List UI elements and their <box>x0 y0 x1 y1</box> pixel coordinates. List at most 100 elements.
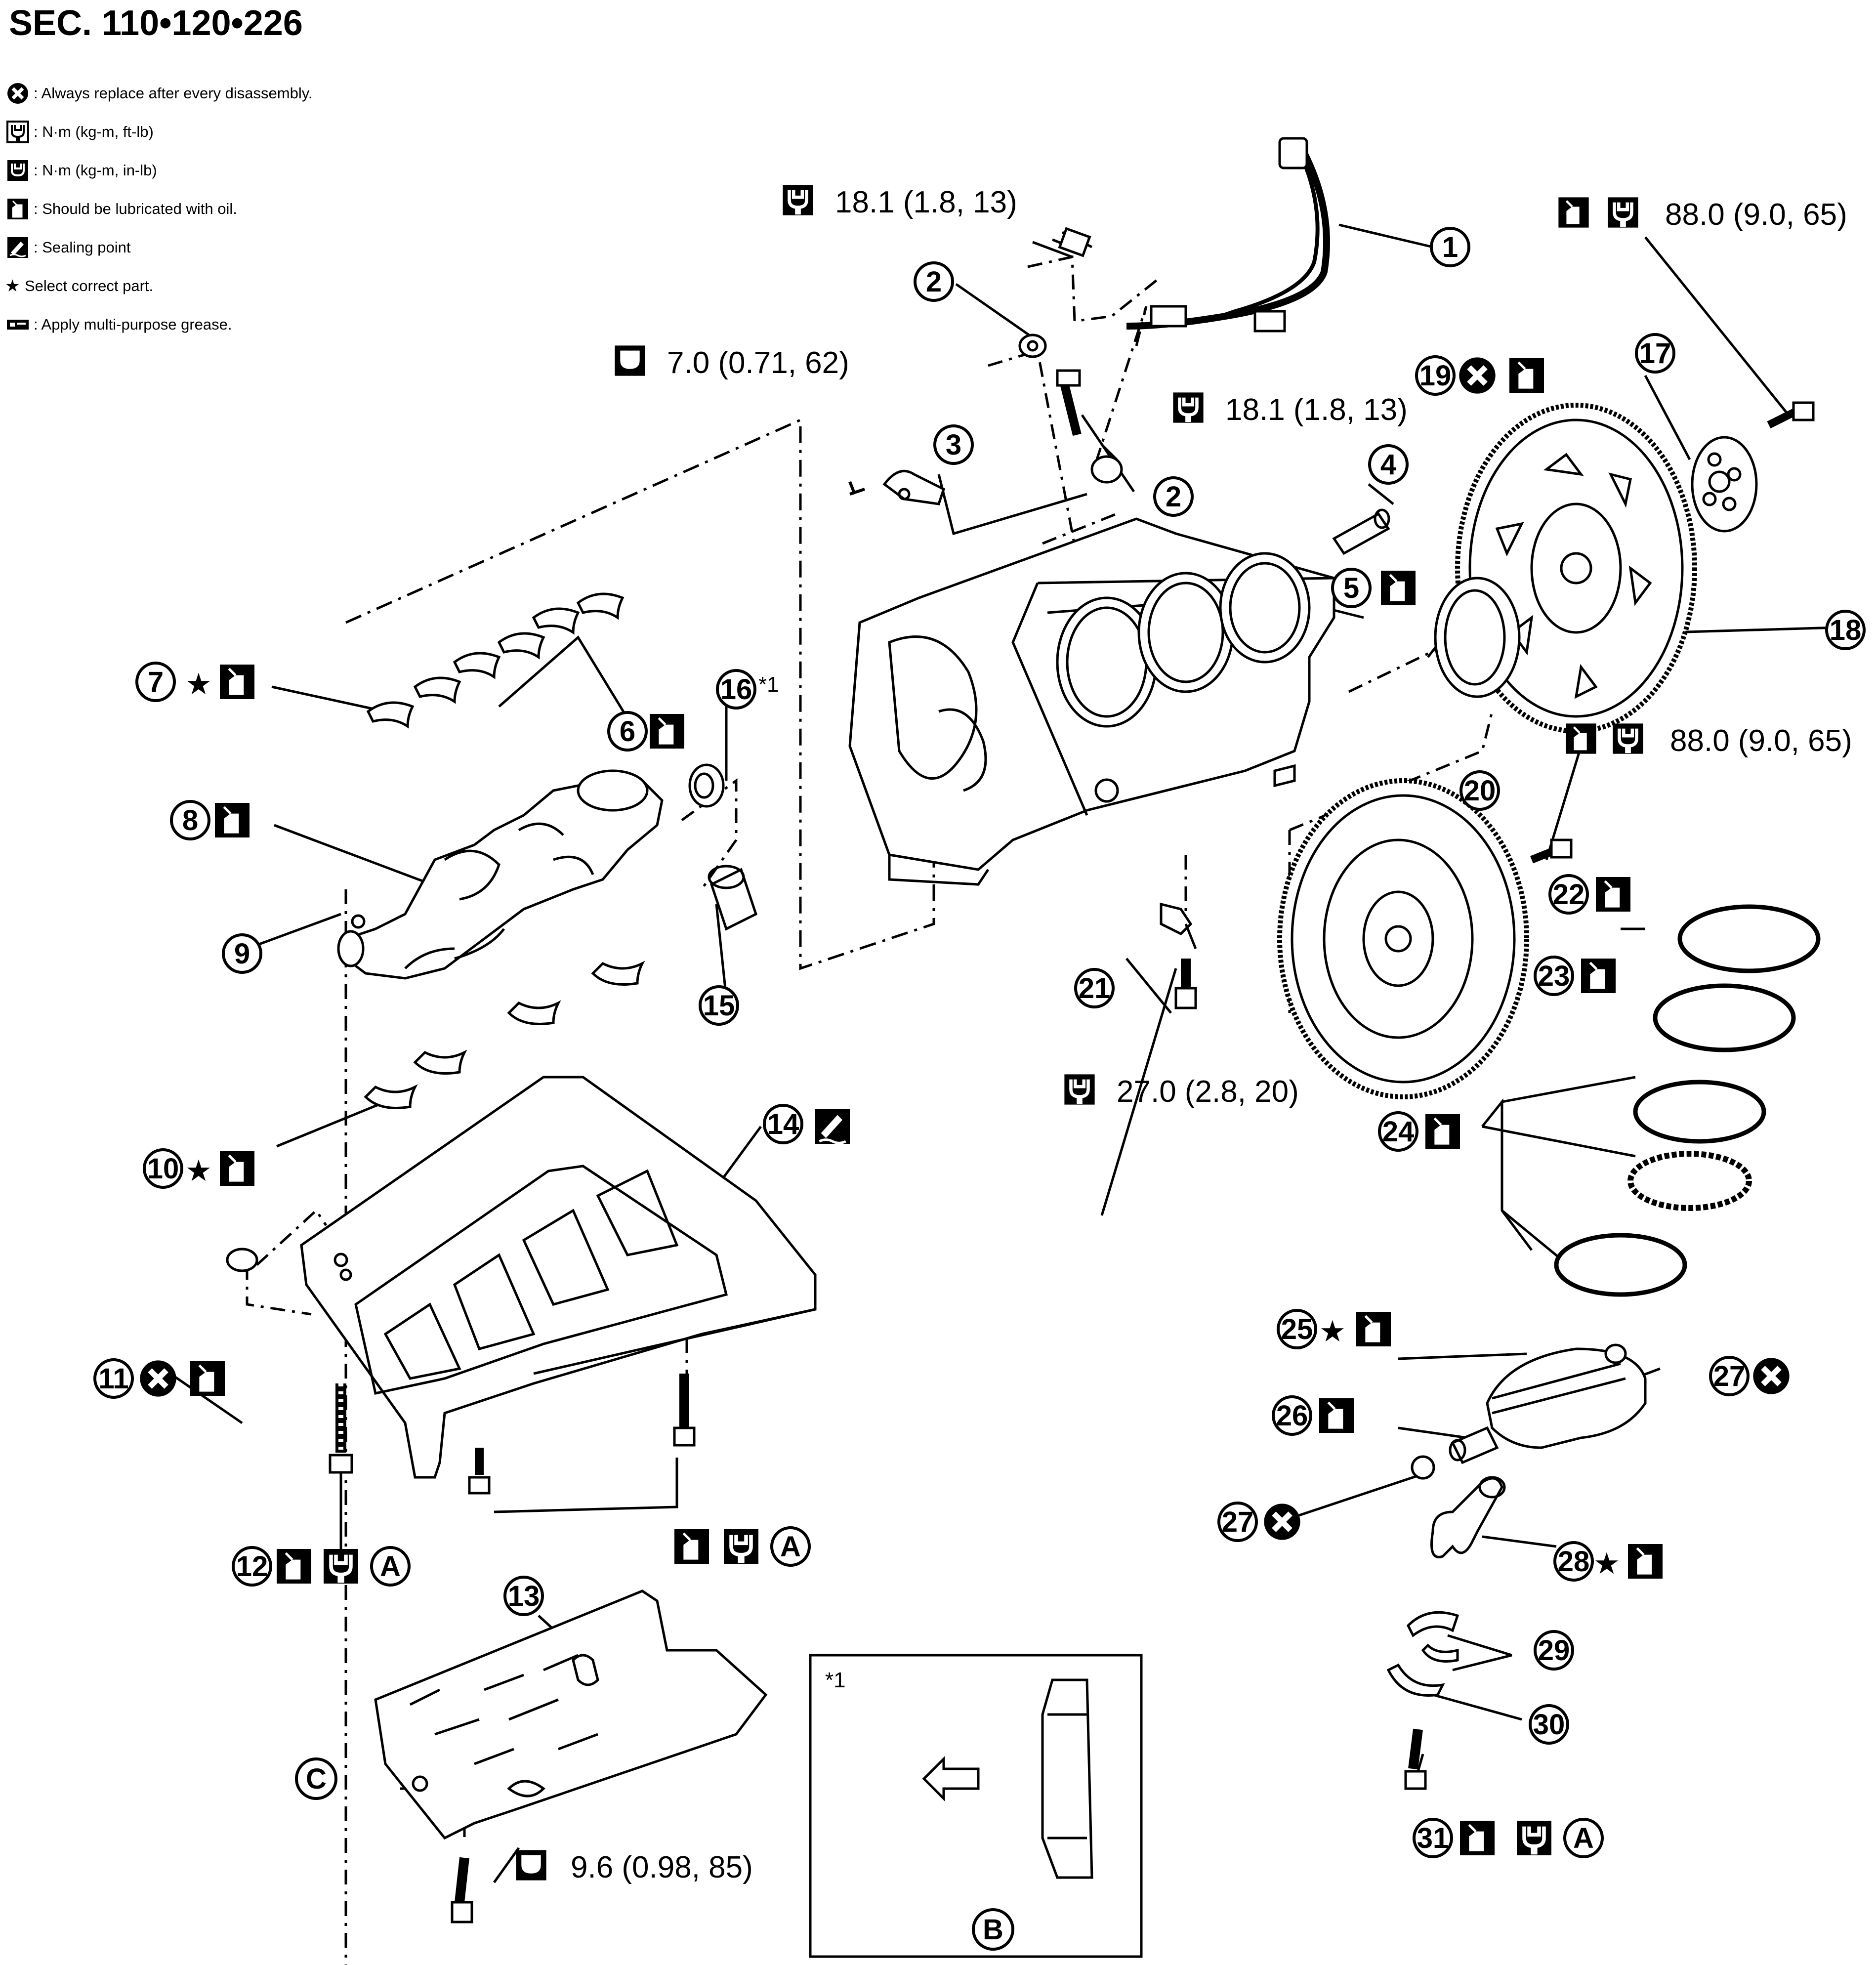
letter-a-circle: A <box>770 1526 811 1567</box>
svg-text:1: 1 <box>1442 231 1458 263</box>
svg-text:14: 14 <box>767 1108 799 1140</box>
main-bearings-upper <box>366 592 625 729</box>
svg-text:29: 29 <box>1538 1634 1570 1667</box>
callout: 2 <box>914 261 954 302</box>
legend-text-grease: : Apply multi-purpose grease. <box>34 316 232 333</box>
svg-text:19: 19 <box>1419 360 1452 392</box>
callout: 29 <box>1534 1630 1574 1671</box>
star-icon: ★ <box>185 1154 212 1187</box>
svg-text:6: 6 <box>620 715 635 748</box>
callout: 21 <box>1074 968 1115 1008</box>
callout: 12 <box>232 1546 272 1587</box>
svg-text:7: 7 <box>148 666 164 698</box>
snap-ring-b <box>1411 1455 1435 1480</box>
callout: 3 <box>933 424 974 465</box>
section-title: SEC. 110•120•226 <box>9 3 303 43</box>
bolt-baffle <box>451 1857 473 1923</box>
legend-text-oil: : Should be lubricated with oil. <box>34 200 237 217</box>
svg-text:2: 2 <box>1166 481 1181 513</box>
oil-jet-bolt <box>1174 959 1197 1009</box>
seal-section <box>1041 1678 1093 1879</box>
svg-text:15: 15 <box>703 990 735 1022</box>
callout: 6 <box>607 711 648 752</box>
callout: 11 <box>93 1358 134 1399</box>
star-icon: ★ <box>5 277 20 295</box>
legend-row-star: ★ Select correct part. <box>5 267 450 305</box>
torque-value: 18.1 (1.8, 13) <box>835 185 1017 219</box>
legend: : Always replace after every disassembly… <box>5 74 450 344</box>
replace-icon <box>5 81 31 106</box>
callout: 26 <box>1272 1395 1312 1436</box>
flywheel <box>1277 778 1529 1099</box>
svg-text:A: A <box>1573 1822 1594 1854</box>
oil-can-icon <box>5 196 31 222</box>
letter-c-circle: C <box>295 1757 337 1800</box>
svg-text:3: 3 <box>946 429 961 461</box>
collar-2a <box>1018 334 1047 358</box>
svg-text:B: B <box>983 1914 1003 1946</box>
callout: 22 <box>1548 874 1589 915</box>
callout: 9 <box>222 933 262 974</box>
torque-wrench-icon <box>5 119 31 145</box>
legend-row-grease: : Apply multi-purpose grease. <box>5 305 450 344</box>
main-bearings-lower <box>364 961 645 1109</box>
torque-wrench-filled-icon <box>5 158 31 183</box>
svg-text:26: 26 <box>1276 1400 1308 1432</box>
cylinder-block <box>848 517 1335 886</box>
callout: 31 <box>1413 1818 1453 1858</box>
letter-b-circle: B <box>972 1908 1014 1951</box>
bolt-sensor <box>1056 369 1082 436</box>
svg-text:11: 11 <box>98 1363 128 1395</box>
legend-text-star: Select correct part. <box>25 277 154 294</box>
torque-value: 88.0 (9.0, 65) <box>1665 198 1847 232</box>
svg-text:C: C <box>306 1763 327 1795</box>
svg-text:8: 8 <box>182 804 198 836</box>
legend-row-torque-inlb: : N·m (kg-m, in-lb) <box>5 151 450 190</box>
letter-a-circle: A <box>370 1546 411 1587</box>
legend-row-sealing: : Sealing point <box>5 228 450 267</box>
letter-a-circle: A <box>1563 1818 1604 1858</box>
reinforcement-plate <box>1691 436 1758 533</box>
rod-cap <box>1386 1663 1445 1697</box>
legend-text-replace: : Always replace after every disassembly… <box>34 84 313 102</box>
callout: 2 <box>1153 476 1194 517</box>
svg-text:20: 20 <box>1464 775 1496 807</box>
svg-text:13: 13 <box>508 1580 540 1612</box>
legend-row-torque: : N·m (kg-m, ft-lb) <box>5 113 450 151</box>
svg-text:31: 31 <box>1417 1822 1449 1854</box>
svg-text:24: 24 <box>1382 1116 1415 1148</box>
svg-text:22: 22 <box>1553 878 1585 911</box>
pin-4 <box>1332 508 1390 555</box>
bolt-lower-b <box>673 1374 696 1447</box>
lower-cylinder-block <box>300 1076 817 1479</box>
svg-text:4: 4 <box>1380 449 1396 481</box>
legend-row-replace: : Always replace after every disassembly… <box>5 74 450 113</box>
callout: 17 <box>1635 333 1675 374</box>
sensor <box>848 469 946 505</box>
callout-symbols: ★ *1 ★ A A ★ ★ A C B <box>140 357 1789 1951</box>
callout: 30 <box>1529 1704 1569 1745</box>
legend-text-torque-inlb: : N·m (kg-m, in-lb) <box>34 162 157 179</box>
torque-value: 88.0 (9.0, 65) <box>1670 724 1852 758</box>
callout: 27 <box>1709 1356 1750 1396</box>
callout: 13 <box>503 1576 544 1616</box>
torque-value: 7.0 (0.71, 62) <box>667 346 849 380</box>
torque-labels: 18.1 (1.8, 13) 18.1 (1.8, 13) 7.0 (0.71,… <box>516 185 1852 1884</box>
star-icon: ★ <box>185 668 212 701</box>
rod-cap-bolt <box>1404 1728 1427 1790</box>
callout: 20 <box>1459 770 1500 811</box>
torque-value: 27.0 (2.8, 20) <box>1117 1075 1299 1109</box>
callout: 7 <box>135 662 176 702</box>
svg-text:27: 27 <box>1222 1506 1254 1538</box>
piston-rings <box>1554 904 1821 1297</box>
callout: 28 <box>1553 1541 1594 1582</box>
crankshaft <box>337 769 664 980</box>
legend-text-torque: : N·m (kg-m, ft-lb) <box>34 123 154 140</box>
svg-text:17: 17 <box>1639 337 1671 370</box>
inset-note: *1 <box>825 1668 846 1692</box>
callouts: 1 2 2 3 4 5 6 7 8 9 10 11 12 13 14 15 16… <box>93 227 1866 1858</box>
svg-text:5: 5 <box>1343 572 1359 604</box>
bolt-flywheel-top <box>1767 401 1815 429</box>
bolt-drive-plate <box>1530 838 1573 864</box>
